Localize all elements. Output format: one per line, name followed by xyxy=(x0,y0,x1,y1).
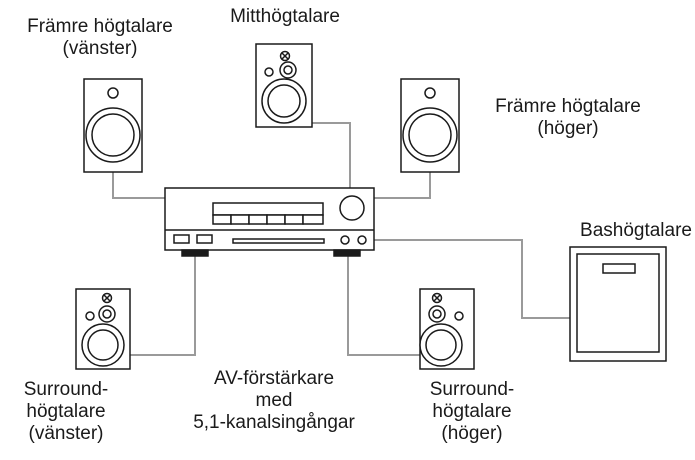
label-front-left-line1: Främre högtalare xyxy=(27,16,173,37)
label-front-right: Främre högtalare (höger) xyxy=(470,96,666,140)
label-receiver: AV-förstärkare med 5,1-kanalsingångar xyxy=(168,368,380,434)
label-surround-left-line1: Surround- xyxy=(23,379,109,400)
cable-subwoofer xyxy=(374,239,570,319)
cable-surround-left xyxy=(123,256,196,356)
label-center-text: Mitthögtalare xyxy=(230,6,340,27)
cable-front-right xyxy=(374,172,431,199)
label-subwoofer: Bashögtalare xyxy=(578,220,694,242)
surround-left-speaker-icon xyxy=(75,288,131,370)
label-surround-right-line2: högtalare xyxy=(432,401,512,422)
cable-front-left xyxy=(112,172,165,199)
label-subwoofer-text: Bashögtalare xyxy=(580,220,692,241)
label-front-right-line1: Främre högtalare xyxy=(495,96,641,117)
av-receiver-icon xyxy=(164,187,375,257)
label-front-left: Främre högtalare (vänster) xyxy=(2,16,198,60)
cable-center xyxy=(287,122,351,188)
label-front-right-line2: (höger) xyxy=(537,118,599,139)
subwoofer-icon xyxy=(569,246,667,362)
surround-right-speaker-icon xyxy=(419,288,475,370)
label-surround-right: Surround- högtalare (höger) xyxy=(412,379,532,445)
label-receiver-line3: 5,1-kanalsingångar xyxy=(193,412,355,433)
label-surround-right-line1: Surround- xyxy=(429,379,515,400)
front-right-speaker-icon xyxy=(400,78,460,173)
label-surround-right-line3: (höger) xyxy=(441,423,503,444)
cable-surround-right xyxy=(347,256,425,356)
front-left-speaker-icon xyxy=(83,78,143,173)
label-receiver-line1: AV-förstärkare xyxy=(213,368,335,389)
label-receiver-line2: med xyxy=(255,390,293,411)
label-surround-left-line2: högtalare xyxy=(26,401,106,422)
label-surround-left: Surround- högtalare (vänster) xyxy=(6,379,126,445)
label-center: Mitthögtalare xyxy=(212,6,358,28)
label-front-left-line2: (vänster) xyxy=(62,38,138,59)
center-speaker-icon xyxy=(255,43,313,128)
label-surround-left-line3: (vänster) xyxy=(28,423,104,444)
